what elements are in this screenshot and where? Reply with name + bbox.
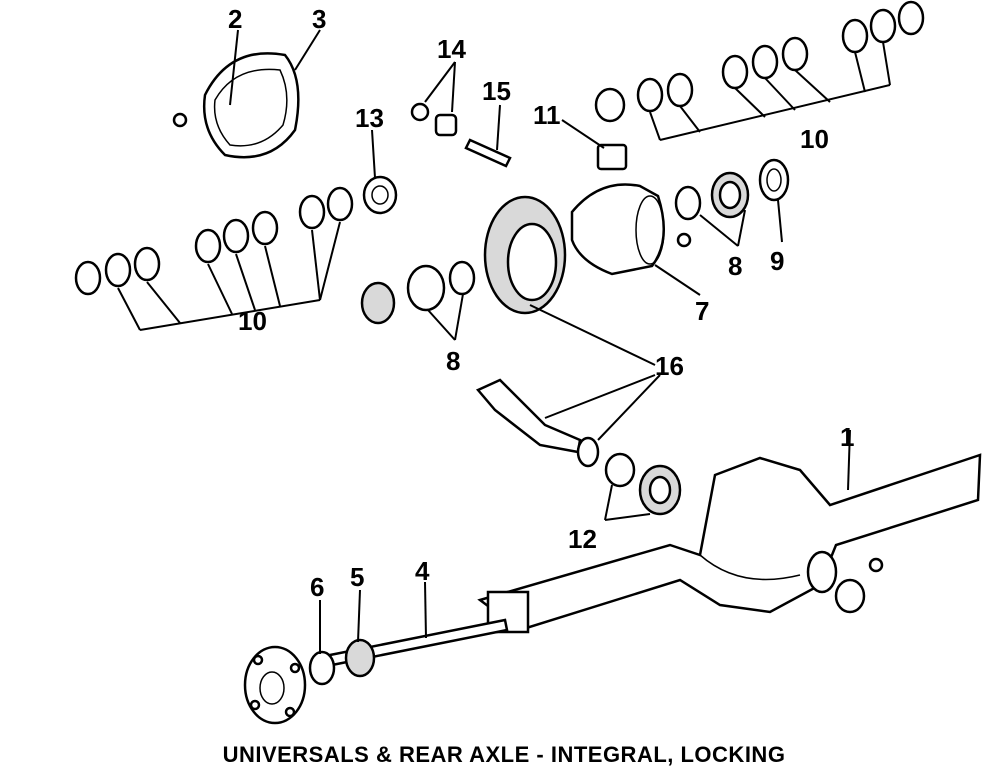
axle-bearing: [344, 638, 376, 678]
side-gear: [362, 175, 398, 215]
carrier-bearing-left: [360, 260, 476, 325]
callout-6: 6: [310, 572, 324, 602]
callout-3: 3: [312, 4, 326, 34]
differential-case: [570, 183, 692, 276]
shim-set-right: [594, 0, 925, 123]
callout-10-right: 10: [800, 124, 829, 154]
pinion-shaft-pin: [464, 138, 512, 168]
carrier-seal: [758, 158, 790, 202]
axle-seal: [308, 650, 336, 686]
callout-8-left: 8: [446, 346, 460, 376]
differential-pinion-block: [596, 143, 628, 171]
pinion-nut-parts: [410, 102, 458, 137]
axle-housing: [477, 453, 982, 634]
callout-5: 5: [350, 562, 364, 592]
callout-16: 16: [655, 351, 684, 381]
callout-8-right: 8: [728, 251, 742, 281]
callout-13: 13: [355, 103, 384, 133]
callout-1: 1: [840, 422, 854, 452]
diagram-caption: UNIVERSALS & REAR AXLE - INTEGRAL, LOCKI…: [222, 742, 786, 767]
pinion-bearing-set: [604, 452, 682, 516]
callout-14: 14: [437, 34, 466, 64]
callout-12: 12: [568, 524, 597, 554]
wheel-hub-flange: [243, 645, 307, 725]
callout-4: 4: [415, 556, 430, 586]
ring-and-pinion-gear: [475, 195, 600, 468]
callout-7: 7: [695, 296, 709, 326]
differential-cover: [172, 52, 300, 159]
carrier-bearing-right: [674, 171, 750, 221]
callout-9: 9: [770, 246, 784, 276]
callout-15: 15: [482, 76, 511, 106]
callout-10-left: 10: [238, 306, 267, 336]
callout-2: 2: [228, 4, 242, 34]
callout-11: 11: [533, 100, 561, 130]
exploded-parts-diagram: 2 3 14 15 13 10: [74, 0, 982, 725]
shim-set-left: [74, 186, 354, 296]
